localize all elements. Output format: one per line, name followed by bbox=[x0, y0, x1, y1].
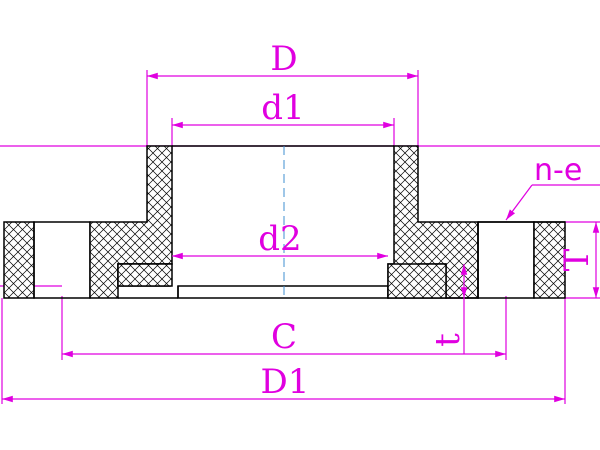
dimension-lines bbox=[1, 72, 600, 403]
bore-bottom-ring bbox=[177, 285, 389, 299]
right-bolt-hole bbox=[477, 221, 535, 299]
label-d1: d1 bbox=[261, 88, 304, 128]
dimension-labels: D d1 d2 C D1 n-e T t bbox=[258, 39, 597, 402]
left-insert-hatch bbox=[117, 263, 173, 287]
label-n-e: n-e bbox=[534, 153, 582, 188]
label-C: C bbox=[271, 317, 297, 357]
right-ring-section-outer bbox=[533, 221, 566, 299]
n-e-leader-arrow bbox=[505, 184, 533, 221]
label-D: D bbox=[270, 39, 297, 79]
flange-body bbox=[3, 145, 566, 299]
right-insert-hatch bbox=[387, 263, 447, 299]
label-t: t bbox=[428, 333, 468, 347]
left-ring-section-outer bbox=[3, 221, 35, 299]
label-T: T bbox=[557, 248, 597, 271]
label-d2: d2 bbox=[258, 219, 301, 259]
label-D1: D1 bbox=[261, 362, 310, 402]
